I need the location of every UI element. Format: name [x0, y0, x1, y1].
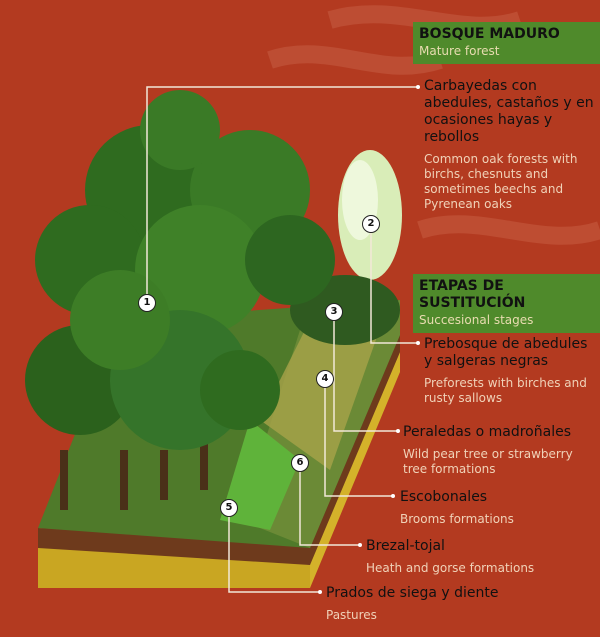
- section-title: BOSQUE MADURO: [419, 26, 560, 42]
- item-name-en: Preforests with birches and rusty sallow…: [424, 376, 587, 405]
- section-title: ETAPAS DE SUSTITUCIÓN: [419, 278, 526, 311]
- marker-2: 2: [362, 215, 380, 233]
- item-name-en: Brooms formations: [400, 512, 514, 526]
- item-name-es: Carbayedas con abedules, castaños y en o…: [424, 78, 594, 145]
- section-subtitle: Succesional stages: [419, 313, 534, 327]
- item-4: Escobonales Brooms formations: [400, 489, 590, 527]
- item-name-en: Wild pear tree or strawberry tree format…: [403, 447, 573, 476]
- marker-1: 1: [138, 294, 156, 312]
- item-name-es: Peraledas o madroñales: [403, 424, 571, 440]
- item-name-es: Prebosque de abedules y salgeras negras: [424, 336, 588, 369]
- item-name-en: Common oak forests with birchs, chesnuts…: [424, 152, 578, 211]
- item-5: Prados de siega y diente Pastures: [326, 585, 576, 623]
- item-name-es: Escobonales: [400, 489, 488, 505]
- section-subtitle: Mature forest: [419, 44, 500, 58]
- item-name-es: Prados de siega y diente: [326, 585, 499, 601]
- marker-5: 5: [220, 499, 238, 517]
- item-6: Brezal-tojal Heath and gorse formations: [366, 538, 586, 576]
- leader-dots: [318, 85, 420, 594]
- marker-3: 3: [325, 303, 343, 321]
- marker-4: 4: [316, 370, 334, 388]
- mature-forest-header: BOSQUE MADURO Mature forest: [413, 22, 600, 64]
- item-2: Prebosque de abedules y salgeras negras …: [424, 336, 600, 406]
- item-3: Peraledas o madroñales Wild pear tree or…: [403, 424, 598, 477]
- leader-lines: [146, 86, 418, 593]
- soil-layer: [38, 528, 310, 565]
- item-name-en: Pastures: [326, 608, 377, 622]
- marker-6: 6: [291, 454, 309, 472]
- item-1: Carbayedas con abedules, castaños y en o…: [424, 78, 594, 212]
- succession-header: ETAPAS DE SUSTITUCIÓN Succesional stages: [413, 274, 600, 333]
- item-name-es: Brezal-tojal: [366, 538, 445, 554]
- item-name-en: Heath and gorse formations: [366, 561, 535, 575]
